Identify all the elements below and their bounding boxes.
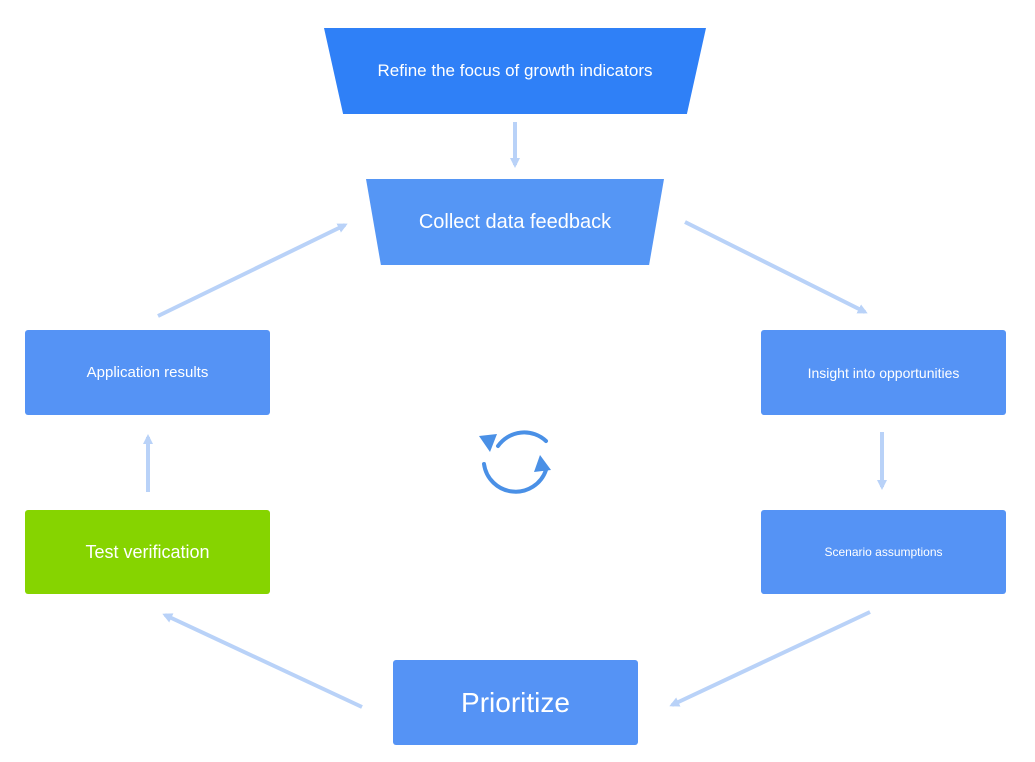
step-test-label: Test verification	[85, 541, 210, 562]
refresh-cycle-icon	[479, 430, 551, 494]
step-scenario-label: Scenario assumptions	[824, 545, 943, 559]
step-refine-label: Refine the focus of growth indicators	[377, 61, 653, 80]
step-refine-growth-indicators: Refine the focus of growth indicators	[324, 28, 706, 114]
step-prioritize-label: Prioritize	[461, 686, 570, 718]
step-test-verification: Test verification	[25, 510, 270, 594]
arrow-application-to-collect	[157, 223, 348, 318]
step-insight-opportunities: Insight into opportunities	[761, 330, 1006, 415]
arrow-collect-to-insight	[684, 220, 868, 314]
step-insight-label: Insight into opportunities	[807, 364, 960, 381]
step-collect-label: Collect data feedback	[418, 210, 612, 233]
step-prioritize: Prioritize	[393, 660, 638, 745]
arrow-scenario-to-prioritize	[669, 610, 871, 707]
step-scenario-assumptions: Scenario assumptions	[761, 510, 1006, 594]
step-application-results: Application results	[25, 330, 270, 415]
arrow-prioritize-to-test	[162, 613, 363, 709]
step-collect-data-feedback: Collect data feedback	[366, 179, 664, 265]
step-application-label: Application results	[86, 364, 209, 381]
